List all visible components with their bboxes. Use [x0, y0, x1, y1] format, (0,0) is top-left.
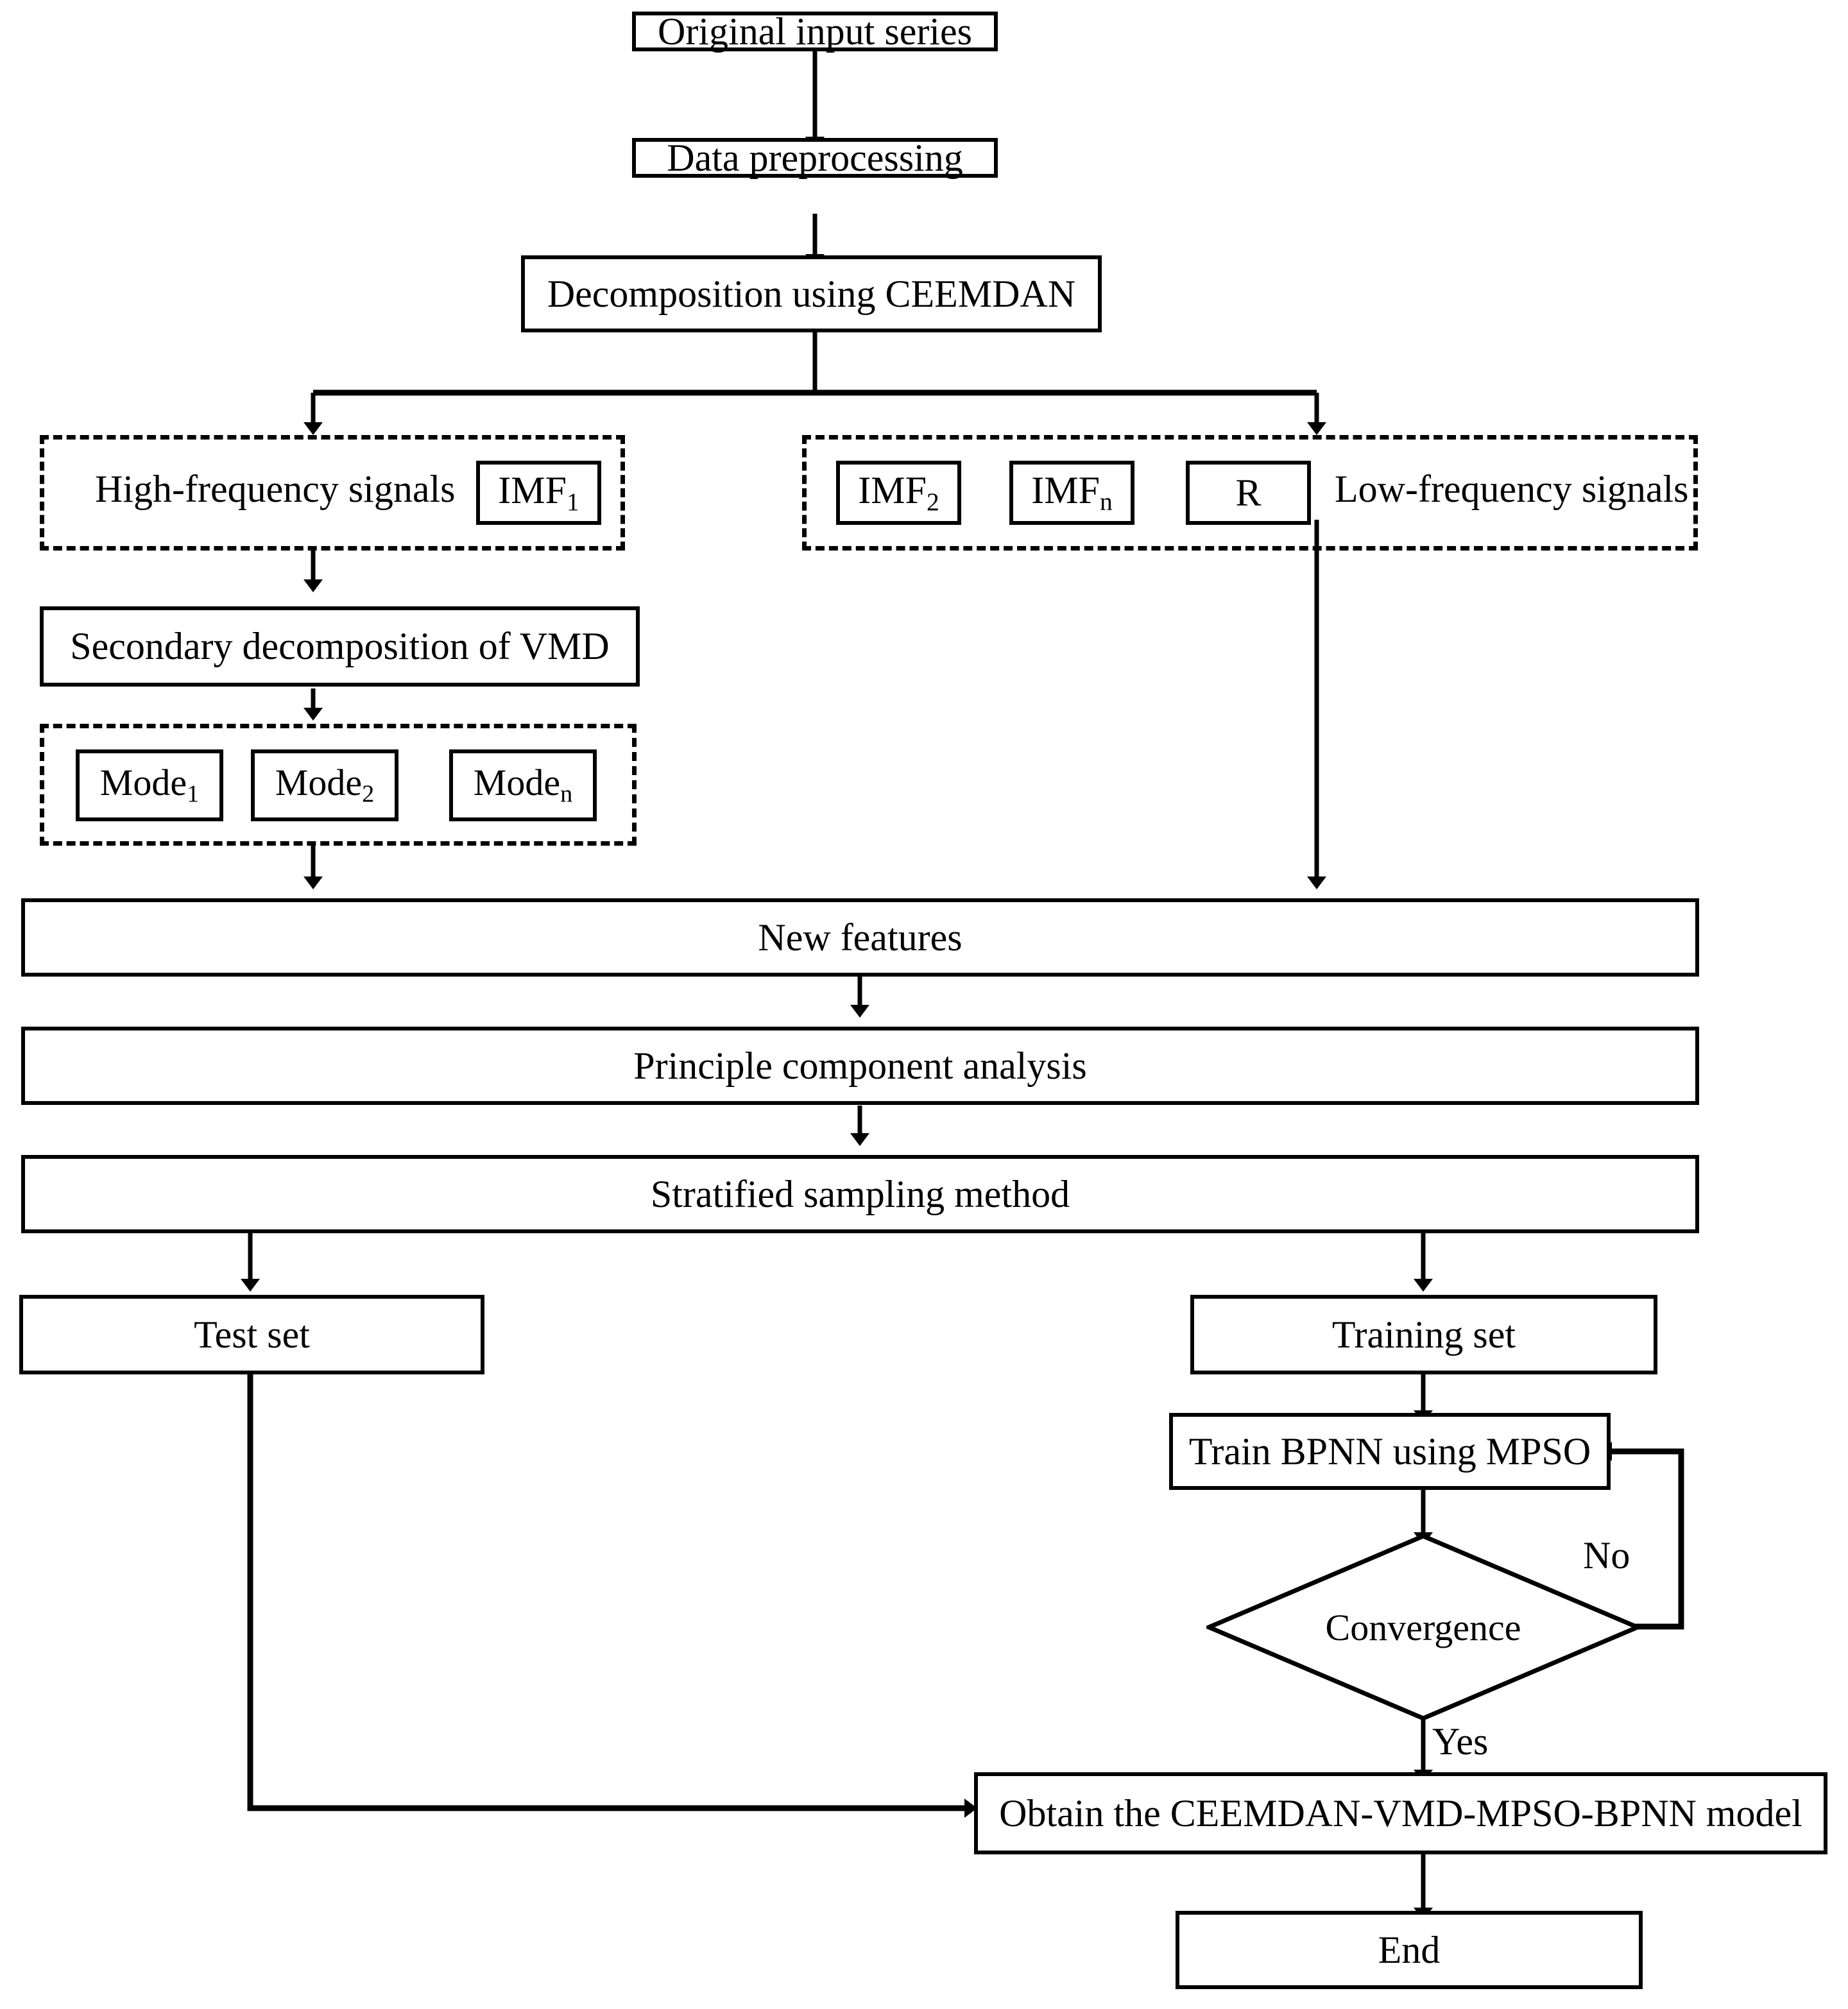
edge-label-yes: Yes: [1432, 1720, 1489, 1763]
node-obtain-model[interactable]: Obtain the CEEMDAN-VMD-MPSO-BPNN model: [974, 1772, 1827, 1854]
node-moden[interactable]: Moden: [449, 749, 597, 821]
node-label: Obtain the CEEMDAN-VMD-MPSO-BPNN model: [999, 1791, 1802, 1834]
label-high-frequency-signals: High-frequency signals: [95, 468, 456, 510]
node-mode2[interactable]: Mode2: [251, 749, 398, 821]
group-modes: [40, 724, 637, 846]
node-imf1[interactable]: IMF1: [476, 461, 601, 525]
node-secondary-decomposition-vmd[interactable]: Secondary decomposition of VMD: [40, 606, 640, 687]
node-label: End: [1378, 1928, 1441, 1971]
node-decomposition-ceemdan[interactable]: Decomposition using CEEMDAN: [521, 255, 1102, 332]
node-training-set[interactable]: Training set: [1190, 1295, 1657, 1374]
edge-no-loop: [1599, 1442, 1684, 1630]
node-label: Stratified sampling method: [650, 1172, 1070, 1215]
node-new-features[interactable]: New features: [21, 898, 1699, 977]
node-train-bpnn-mpso[interactable]: Train BPNN using MPSO: [1169, 1413, 1611, 1490]
node-label: IMF1: [498, 468, 579, 516]
node-label: Moden: [473, 762, 573, 808]
node-label: New features: [758, 916, 963, 959]
node-label: Decomposition using CEEMDAN: [547, 272, 1076, 315]
node-test-set[interactable]: Test set: [19, 1295, 484, 1374]
node-principle-component-analysis[interactable]: Principle component analysis: [21, 1027, 1699, 1105]
node-label: Mode2: [275, 762, 375, 808]
node-end[interactable]: End: [1176, 1911, 1643, 1989]
node-data-preprocessing[interactable]: Data preprocessing: [632, 136, 998, 179]
node-stratified-sampling-method[interactable]: Stratified sampling method: [21, 1155, 1699, 1233]
node-label: IMF2: [858, 468, 939, 516]
node-residue[interactable]: R: [1186, 461, 1311, 525]
group-low-frequency-signals: [802, 435, 1698, 551]
node-convergence-decision[interactable]: Convergence: [1206, 1534, 1640, 1721]
label-low-frequency-signals: Low-frequency signals: [1335, 468, 1689, 510]
node-mode1[interactable]: Mode1: [76, 749, 223, 821]
node-label: IMFn: [1031, 468, 1113, 516]
node-label: Secondary decomposition of VMD: [70, 625, 610, 667]
node-label: Convergence: [1325, 1606, 1521, 1648]
edge-testset-to-obtainmodel: [247, 1374, 977, 1818]
node-label: Original input series: [658, 10, 972, 53]
group-high-frequency-signals: [40, 435, 625, 551]
node-imf2[interactable]: IMF2: [836, 461, 961, 525]
node-label: Test set: [194, 1313, 310, 1356]
node-original-input-series[interactable]: Original input series: [632, 10, 998, 53]
diamond-shape: [1206, 1534, 1640, 1721]
node-imfn[interactable]: IMFn: [1009, 461, 1134, 525]
node-label: R: [1235, 471, 1262, 514]
node-label: Data preprocessing: [667, 136, 963, 179]
node-label: Train BPNN using MPSO: [1188, 1430, 1591, 1473]
edge-label-no: No: [1583, 1534, 1630, 1577]
node-label: Principle component analysis: [633, 1044, 1087, 1087]
node-label: Mode1: [99, 762, 200, 808]
node-label: Training set: [1331, 1313, 1516, 1356]
